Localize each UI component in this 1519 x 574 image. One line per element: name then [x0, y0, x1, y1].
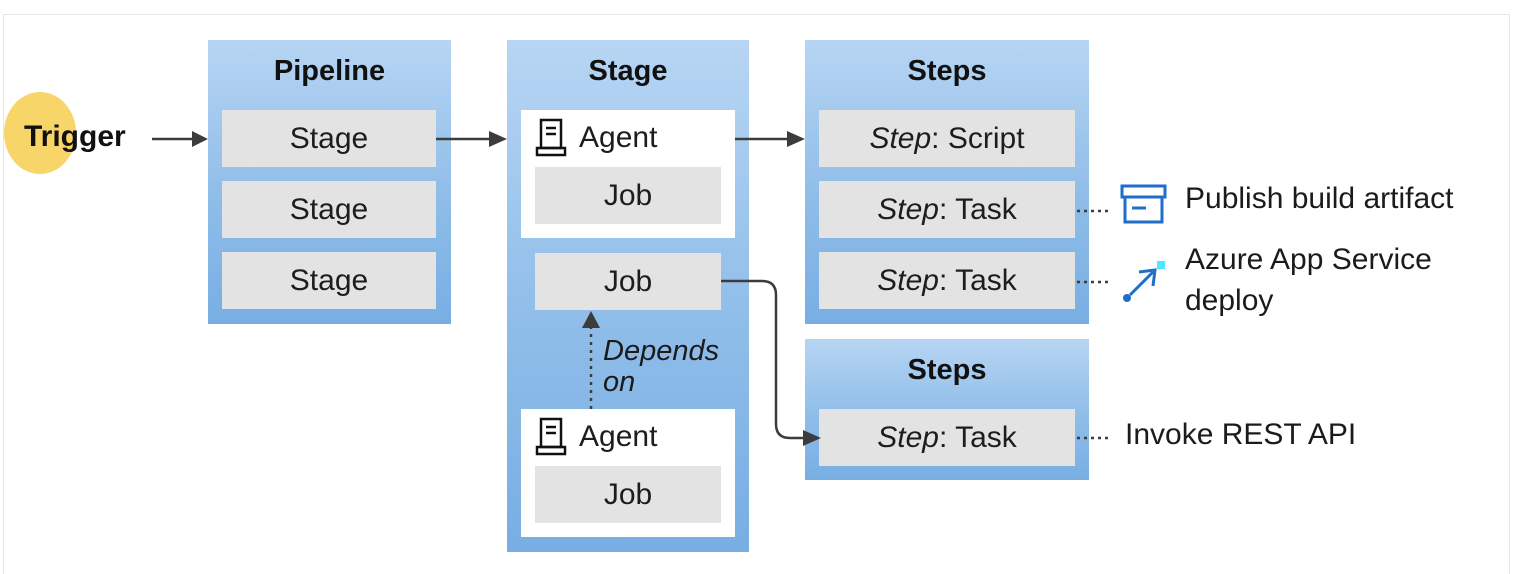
step-box: Step: Script [819, 110, 1075, 167]
arrow-job-to-bottom-steps [721, 279, 821, 446]
agent-server-icon [535, 417, 567, 456]
step-kind: : Task [938, 421, 1017, 454]
step-kind: : Task [938, 193, 1017, 226]
job-box: Job [535, 466, 721, 523]
steps-title: Steps [907, 55, 987, 87]
agent-label: Agent [579, 420, 658, 453]
app-service-deploy-icon [1123, 261, 1165, 302]
step-word: Step [869, 122, 932, 155]
step-kind: : Script [931, 122, 1025, 155]
job-box: Job [535, 253, 721, 310]
connectors-layer [152, 131, 1167, 446]
artifact-box-icon [1120, 184, 1167, 224]
agent-block: Agent Job [521, 409, 735, 537]
trigger-label: Trigger [24, 120, 126, 153]
pipeline-stage-box: Stage [222, 252, 436, 309]
arrow-pipeline-to-stage [436, 131, 507, 147]
step-word: Step [877, 421, 939, 454]
azure-label-line2: deploy [1185, 284, 1274, 317]
publish-label: Publish build artifact [1185, 182, 1454, 215]
step-box: Step: Task [819, 181, 1075, 238]
agent-row: Agent [535, 116, 657, 160]
steps-column-top: Steps Step: Script Step: Task Step: Task [805, 40, 1089, 324]
steps-column-bottom: Steps Step: Task [805, 339, 1089, 480]
trigger: Trigger [4, 90, 154, 180]
diagram-frame [3, 14, 1510, 574]
pipeline-title: Pipeline [273, 55, 386, 87]
arrow-trigger-to-pipeline [152, 131, 208, 147]
step-word: Step [877, 193, 939, 226]
invoke-label: Invoke REST API [1125, 418, 1357, 451]
azure-label-line1: Azure App Service [1185, 243, 1432, 276]
step-word: Step [877, 264, 939, 297]
steps-title: Steps [907, 354, 987, 386]
pipeline-column: Pipeline Stage Stage Stage [208, 40, 451, 324]
agent-block: Agent Job [521, 110, 735, 238]
job-box: Job [535, 167, 721, 224]
stage-column: Stage Agent Job Job Depends on Agent Job [507, 40, 749, 552]
agent-server-icon [535, 118, 567, 157]
pipeline-stage-box: Stage [222, 181, 436, 238]
step-box: Step: Task [819, 252, 1075, 309]
step-box: Step: Task [819, 409, 1075, 466]
arrow-depends-on [582, 311, 600, 409]
stage-title: Stage [588, 55, 668, 87]
trigger-highlight [4, 92, 76, 174]
agent-label: Agent [579, 121, 658, 154]
arrow-agent-to-steps [735, 131, 805, 147]
pipeline-stage-box: Stage [222, 110, 436, 167]
step-kind: : Task [938, 264, 1017, 297]
agent-row: Agent [535, 415, 657, 459]
depends-on-label: Depends on [603, 335, 720, 398]
